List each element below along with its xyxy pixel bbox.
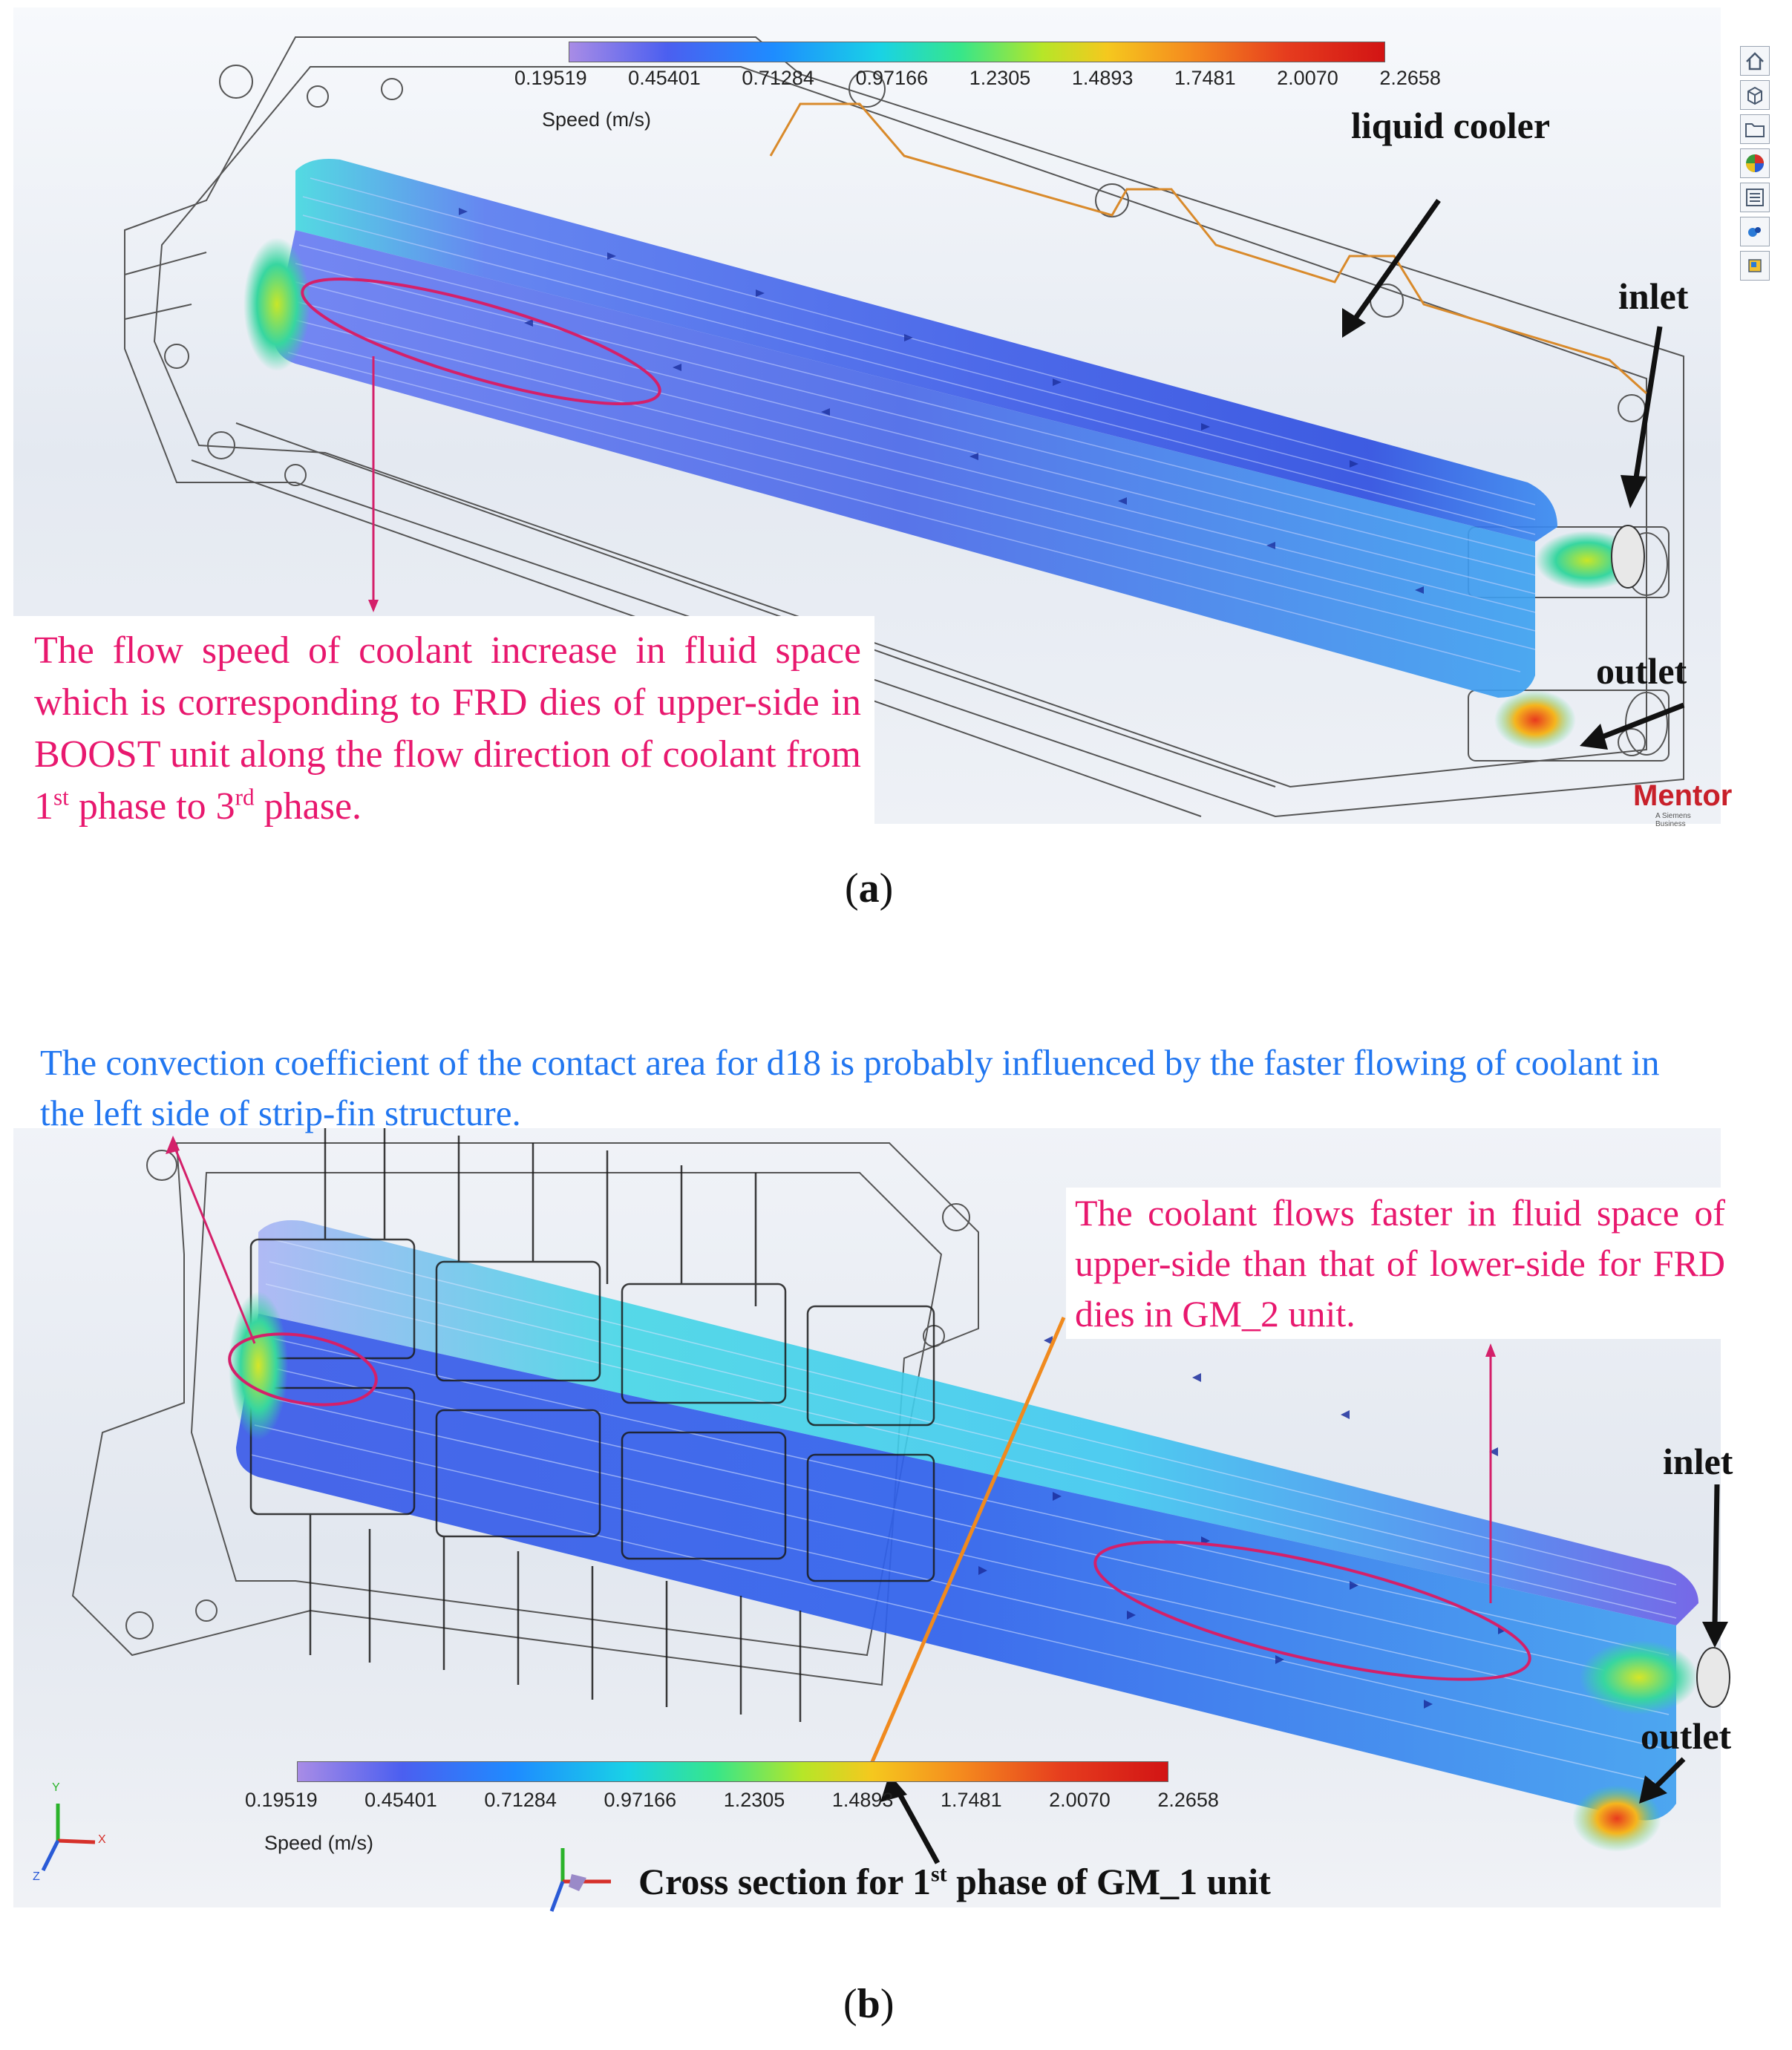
highlight-ellipse-right [1093,1540,1531,1681]
property-list-button[interactable] [1740,183,1770,212]
label-inlet-b: inlet [1663,1441,1733,1482]
axis-triad-center [549,1848,611,1912]
note-a-text-3: phase. [254,785,362,828]
mentor-logo: Mentor [1633,779,1733,812]
outlet-hot-zone [1494,690,1576,750]
tick-label: 2.2658 [1379,67,1441,89]
home-icon [1746,52,1764,71]
cross-section-text-2: phase of GM_1 unit [946,1861,1271,1902]
tick-label: 0.19519 [245,1789,318,1811]
tick-label: 2.2658 [1157,1789,1219,1811]
colorbar-unit-b: Speed (m/s) [264,1832,374,1854]
tick-label: 0.97166 [855,67,929,89]
tick-label: 1.7481 [941,1789,1002,1811]
caption-a-letter: a [858,865,880,911]
tick-label: 2.0070 [1049,1789,1111,1811]
label-outlet-a: outlet [1596,650,1687,692]
decal-icon [1748,259,1762,272]
folder-icon [1745,123,1765,137]
convection-note: The convection coefficient of the contac… [13,1017,1721,1133]
axis-label-y: Y [52,1781,60,1794]
flow-direction-arrows [459,208,1424,594]
tick-label: 2.0070 [1277,67,1338,89]
tick-label: 1.2305 [723,1789,785,1811]
cooler-flow-scene-a [124,36,1685,818]
liquid-cooler-outline [769,102,1648,395]
speed-colorbar-a [569,42,1385,62]
tick-label: 0.45401 [628,67,701,89]
colorbar-ticks-a: 0.19519 0.45401 0.71284 0.97166 1.2305 1… [514,67,1441,90]
magenta-leaders [166,1136,1496,1603]
caption-b-close: ) [880,1981,895,2027]
model-view-button[interactable] [1740,80,1770,110]
cube-icon [1747,86,1762,105]
home-view-button[interactable] [1740,46,1770,76]
note-a-sup-1: st [53,784,69,810]
label-liquid-cooler: liquid cooler [1351,105,1551,146]
list-icon [1746,189,1764,206]
cross-section-sup: st [930,1861,947,1887]
upper-channel-streamlines-b [258,1220,1698,1625]
colorbar-unit-a: Speed (m/s) [542,108,652,131]
colorbar-ticks-b: 0.19519 0.45401 0.71284 0.97166 1.2305 1… [245,1789,1219,1812]
callout-arrows-b [880,1484,1728,1864]
caption-b-letter: b [857,1981,880,2027]
caption-b-open: ( [843,1981,857,2027]
open-folder-button[interactable] [1740,114,1770,144]
panel-a-simulation-view: 0.19519 0.45401 0.71284 0.97166 1.2305 1… [13,7,1770,831]
highlight-ellipse-left [228,1332,378,1406]
label-inlet-a: inlet [1618,275,1689,317]
left-warm-zone-b [229,1291,288,1440]
axis-triad-corner [41,1804,96,1872]
note-a-text-1: The flow speed of coolant increase in fl… [34,629,861,828]
viewer-toolbar [1740,46,1773,285]
streamline-texture-b [250,1239,1677,1782]
axis-label-z: Z [33,1870,40,1883]
note-a-sup-2: rd [235,784,255,810]
inlet-port-grid-b [1696,1647,1730,1708]
flow-speed-note: The flow speed of coolant increase in fl… [13,616,874,831]
tick-label: 1.7481 [1174,67,1236,89]
scene-button[interactable] [1740,217,1770,246]
lower-channel-streamlines [273,230,1535,698]
caption-a: (a) [845,865,893,912]
highlight-ellipse-upper [301,277,661,406]
speed-colorbar-b [297,1761,1168,1782]
note-a-text-2: phase to 3 [68,785,235,828]
axis-label-x: X [98,1833,106,1846]
streamline-texture [287,177,1536,672]
tick-label: 0.71284 [484,1789,557,1811]
cooler-flow-scene-b [41,1121,1730,1912]
left-turn-warm-zone [243,238,310,371]
upper-side-flow-note: The coolant flows faster in fluid space … [1066,1188,1734,1339]
scene-icon [1748,227,1761,237]
cross-section-text-1: Cross section for 1 [638,1861,931,1902]
cross-section-line [865,1317,1066,1775]
caption-a-open: ( [845,865,859,911]
decal-button[interactable] [1740,251,1770,281]
strip-fin-wireframe [249,1121,935,1722]
outlet-hot-zone-b [1572,1785,1661,1852]
tick-label: 1.4893 [1071,67,1134,89]
inlet-jet-zone-b [1580,1640,1698,1715]
callout-arrows [1342,198,1685,750]
tick-label: 0.45401 [364,1789,437,1811]
tick-label: 0.19519 [514,67,587,89]
cross-section-label: Cross section for 1st phase of GM_1 unit [638,1860,1271,1903]
appearance-button[interactable] [1740,148,1770,178]
tick-label: 1.2305 [969,67,1031,89]
label-outlet-b: outlet [1641,1715,1732,1757]
color-wheel-icon [1746,154,1764,172]
housing-wireframe [124,36,1684,818]
caption-a-close: ) [879,865,894,911]
caption-b: (b) [843,1980,894,2028]
tick-label: 0.71284 [742,67,814,89]
tick-label: 1.4893 [831,1789,894,1811]
inlet-port-grid [1611,525,1645,589]
tick-label: 0.97166 [604,1789,677,1811]
mentor-logo-sub: A Siemens Business [1655,812,1691,828]
panel-b-simulation-view: The convection coefficient of the contac… [13,1017,1734,1912]
